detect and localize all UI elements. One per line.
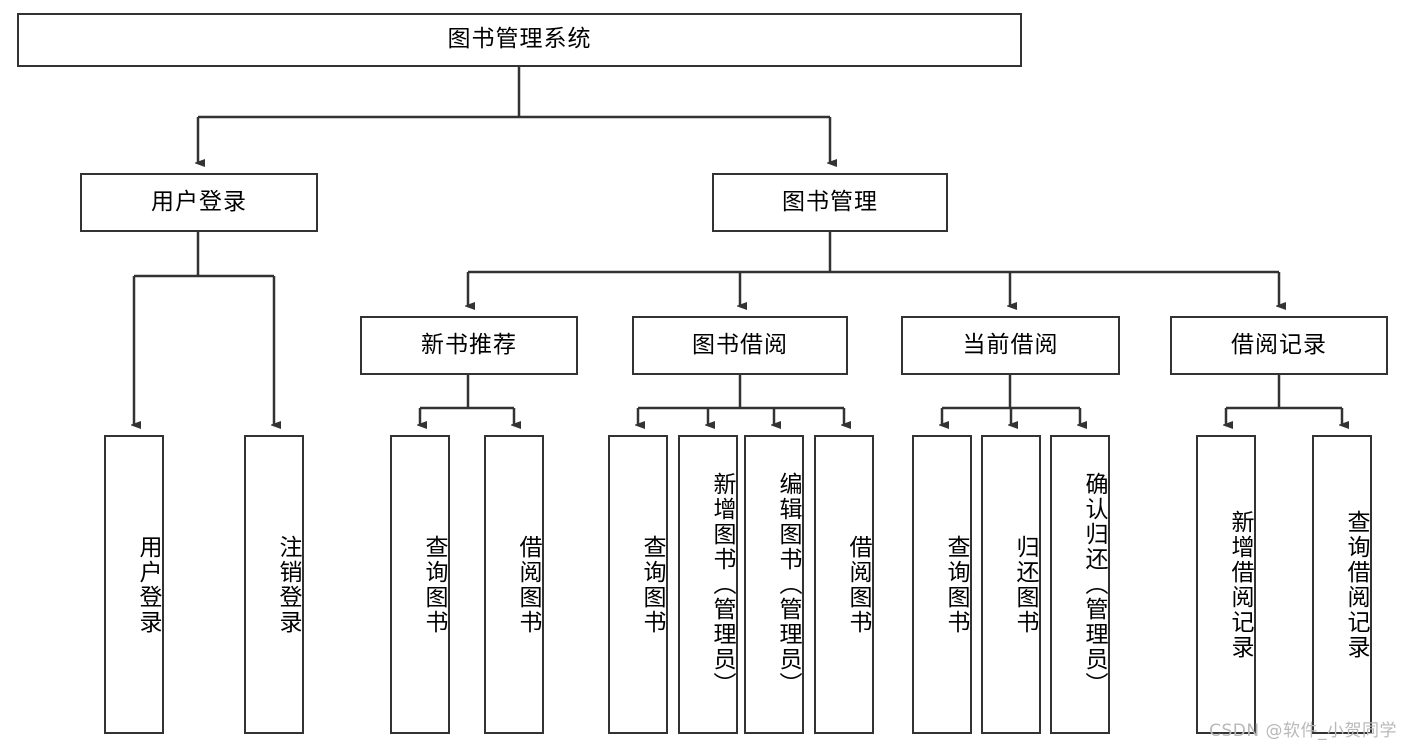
node-borrow-record-label: 借阅记录 [1231,331,1327,358]
leaf-add-record[interactable]: 新增借阅记录 [1196,435,1256,734]
leaf-borrow-book-2[interactable]: 借阅图书 [814,435,874,734]
leaf-query-book-2[interactable]: 查询图书 [608,435,668,734]
node-book-borrow[interactable]: 图书借阅 [632,316,848,375]
node-borrow-record[interactable]: 借阅记录 [1170,316,1388,375]
leaf-query-book-1-label: 查询图书 [421,534,447,635]
csdn-watermark: CSDN @软件_小贺同学 [1209,721,1397,741]
leaf-edit-book[interactable]: 编辑图书（管理员） [744,435,804,734]
node-new-book-recommend-label: 新书推荐 [421,331,517,358]
node-current-borrow[interactable]: 当前借阅 [901,316,1120,375]
node-book-borrow-label: 图书借阅 [692,331,788,358]
leaf-user-logout-label: 注销登录 [275,534,301,635]
leaf-query-book-1[interactable]: 查询图书 [390,435,450,734]
leaf-borrow-book-2-label: 借阅图书 [845,534,871,635]
leaf-edit-book-label: 编辑图书（管理员） [775,472,801,697]
leaf-borrow-book-1-label: 借阅图书 [515,534,541,635]
node-user-login[interactable]: 用户登录 [80,173,318,232]
leaf-add-book-label: 新增图书（管理员） [709,472,735,697]
leaf-borrow-book-1[interactable]: 借阅图书 [484,435,544,734]
leaf-return-book[interactable]: 归还图书 [981,435,1041,734]
leaf-query-record-label: 查询借阅记录 [1343,509,1369,660]
node-book-manage[interactable]: 图书管理 [712,173,948,232]
leaf-user-login[interactable]: 用户登录 [104,435,164,734]
leaf-add-record-label: 新增借阅记录 [1227,509,1253,660]
leaf-confirm-return[interactable]: 确认归还（管理员） [1050,435,1110,734]
node-current-borrow-label: 当前借阅 [962,331,1059,358]
node-user-login-label: 用户登录 [151,188,247,215]
leaf-return-book-label: 归还图书 [1012,534,1038,635]
leaf-query-book-3-label: 查询图书 [943,534,969,635]
leaf-user-login-label: 用户登录 [135,534,161,635]
node-book-manage-label: 图书管理 [782,188,878,215]
node-root-label: 图书管理系统 [447,26,592,53]
leaf-query-book-2-label: 查询图书 [639,534,665,635]
leaf-add-book[interactable]: 新增图书（管理员） [678,435,738,734]
node-new-book-recommend[interactable]: 新书推荐 [360,316,578,375]
leaf-query-book-3[interactable]: 查询图书 [912,435,972,734]
leaf-confirm-return-label: 确认归还（管理员） [1081,472,1107,697]
leaf-query-record[interactable]: 查询借阅记录 [1312,435,1372,734]
node-root[interactable]: 图书管理系统 [17,13,1022,67]
leaf-user-logout[interactable]: 注销登录 [244,435,304,734]
